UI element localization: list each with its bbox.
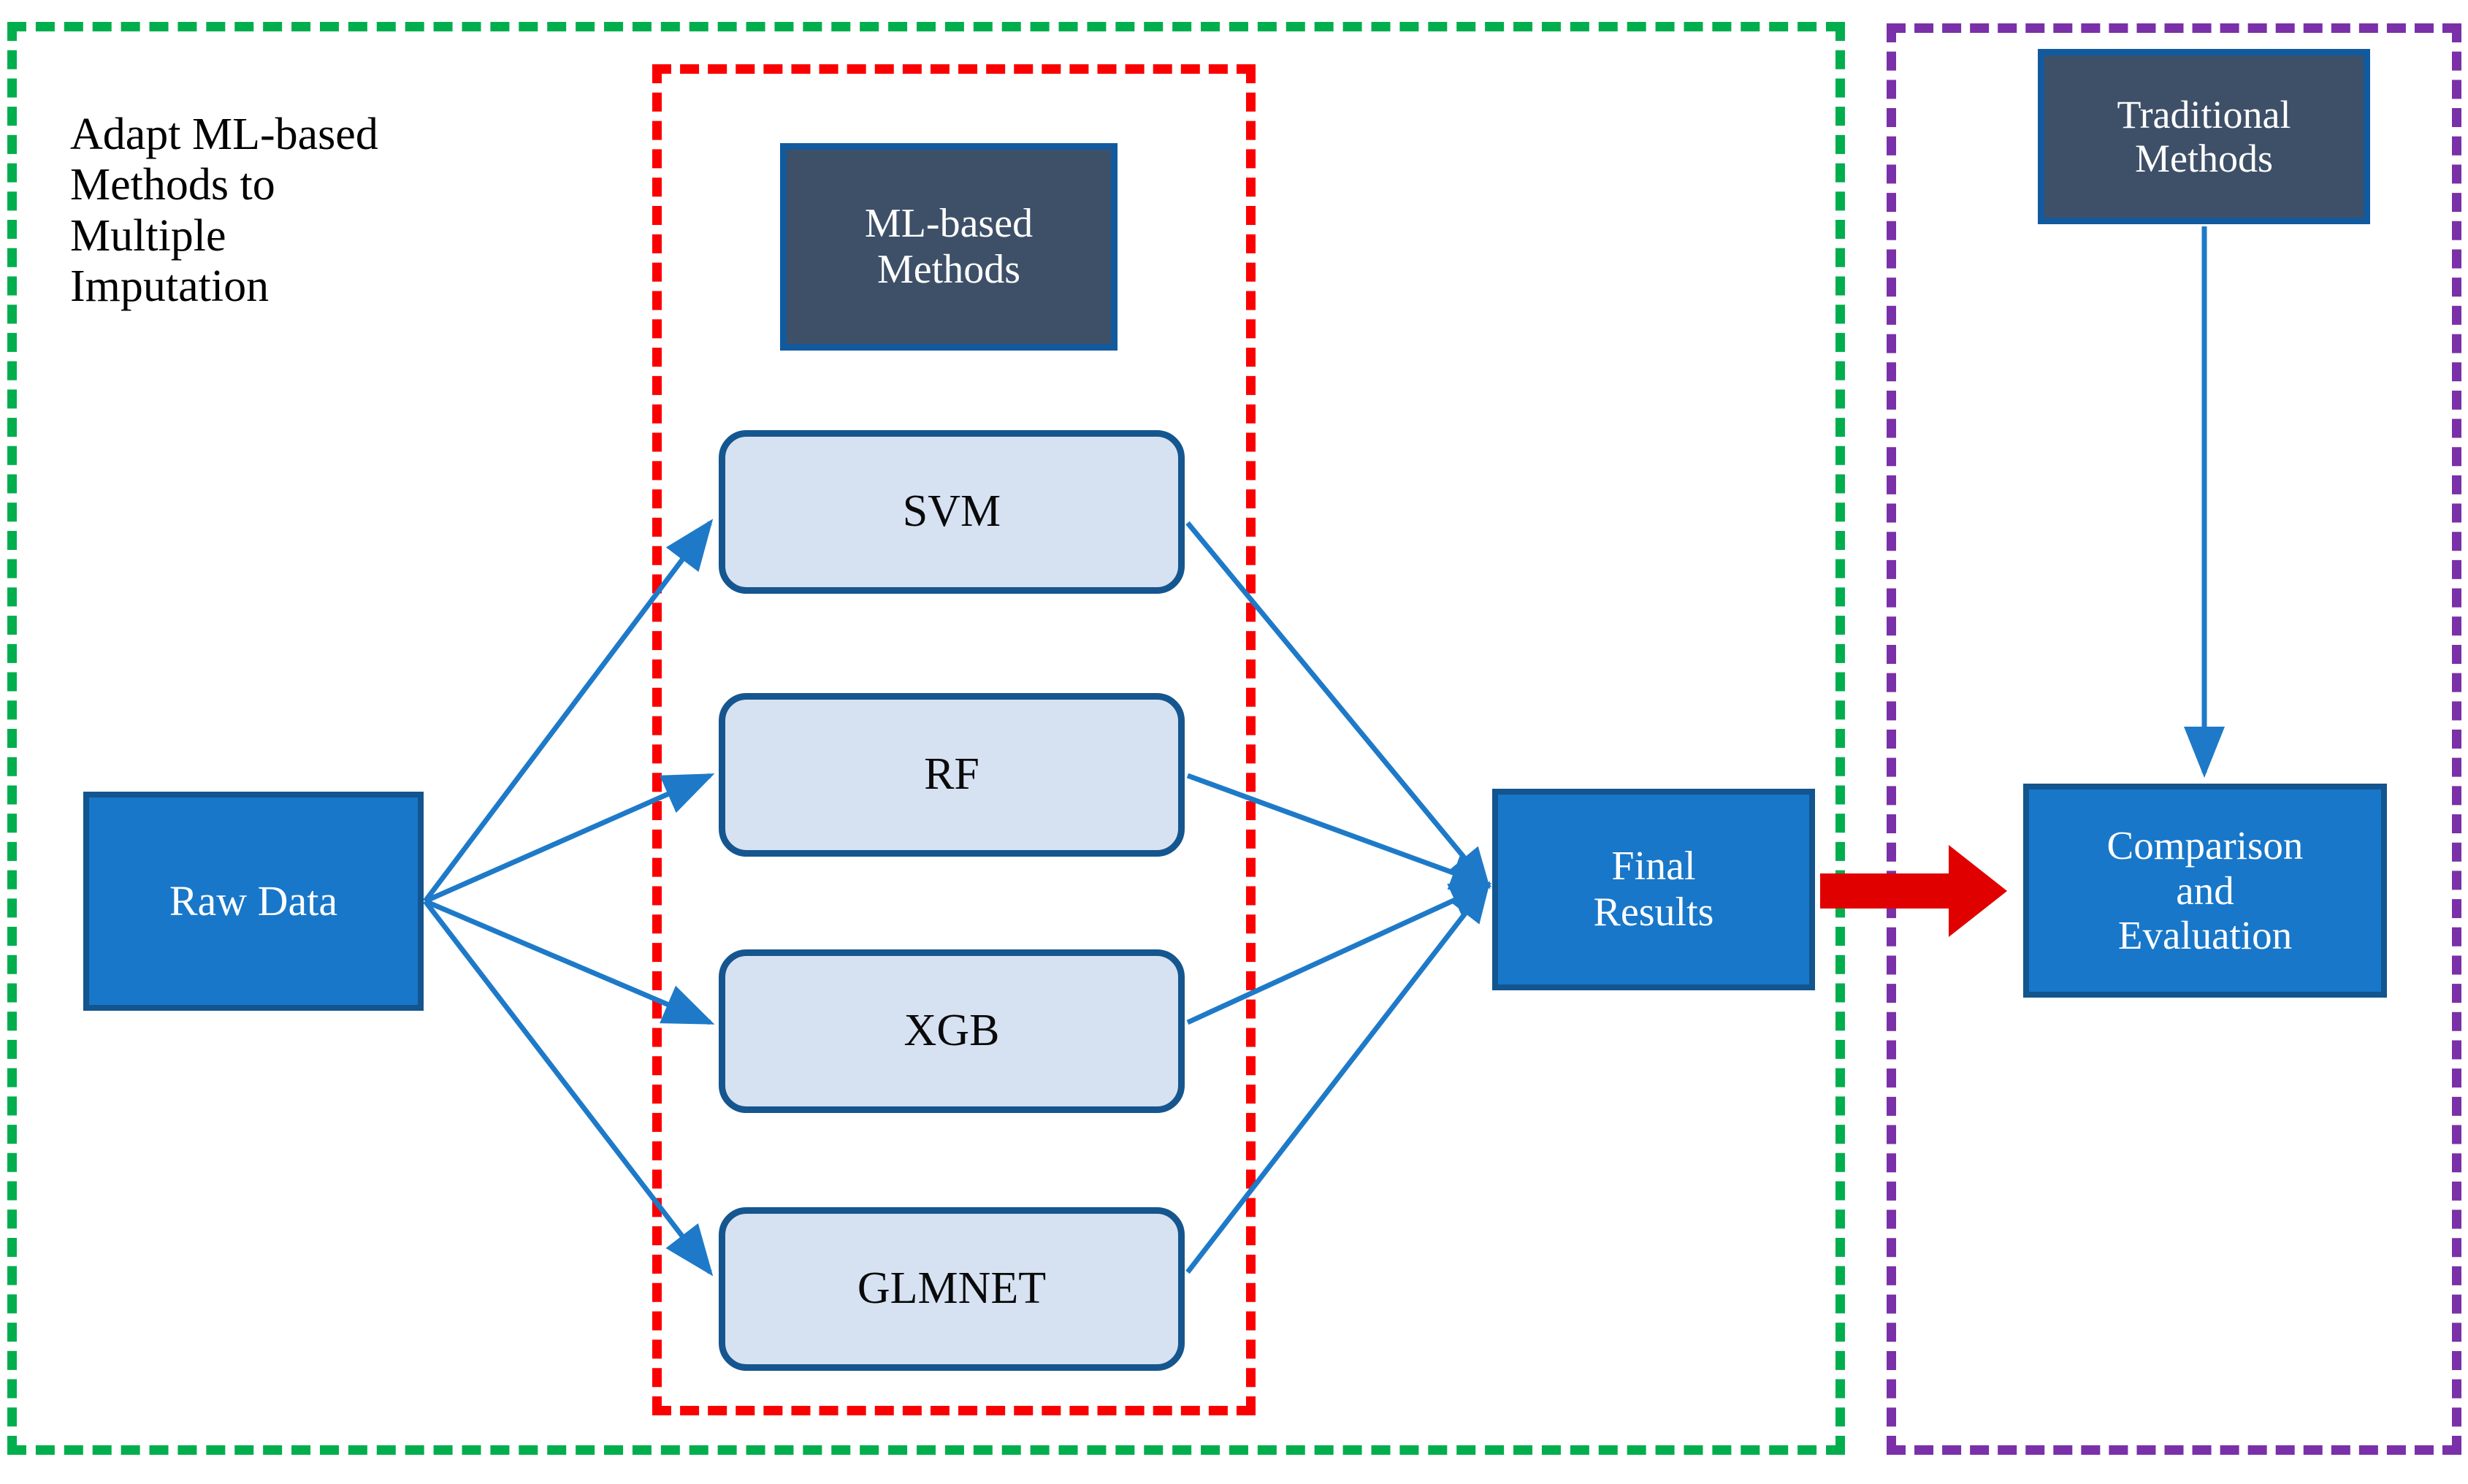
node-label: Final Results [1593,844,1714,935]
node-label: ML-based Methods [864,201,1034,292]
green-dashed-region [7,22,1845,1455]
node-glmnet[interactable]: GLMNET [719,1207,1185,1371]
node-raw-data[interactable]: Raw Data [83,792,424,1011]
node-label: Raw Data [169,876,338,925]
node-label: Traditional Methods [2117,92,2291,180]
node-traditional-methods[interactable]: Traditional Methods [2038,49,2370,224]
node-comparison-and-evaluation[interactable]: Comparison and Evaluation [2023,784,2387,998]
node-label: XGB [903,1006,1000,1056]
node-final-results[interactable]: Final Results [1492,789,1815,990]
node-svm[interactable]: SVM [719,430,1185,594]
node-rf[interactable]: RF [719,693,1185,857]
node-ml-based-methods[interactable]: ML-based Methods [780,143,1118,351]
node-xgb[interactable]: XGB [719,949,1185,1113]
node-label: GLMNET [857,1263,1047,1314]
node-label: SVM [902,486,1001,537]
node-label: Comparison and Evaluation [2106,823,2304,958]
page-title: Adapt ML-based Methods to Multiple Imput… [70,110,378,312]
purple-dashed-region [1887,23,2461,1455]
node-label: RF [924,749,979,800]
